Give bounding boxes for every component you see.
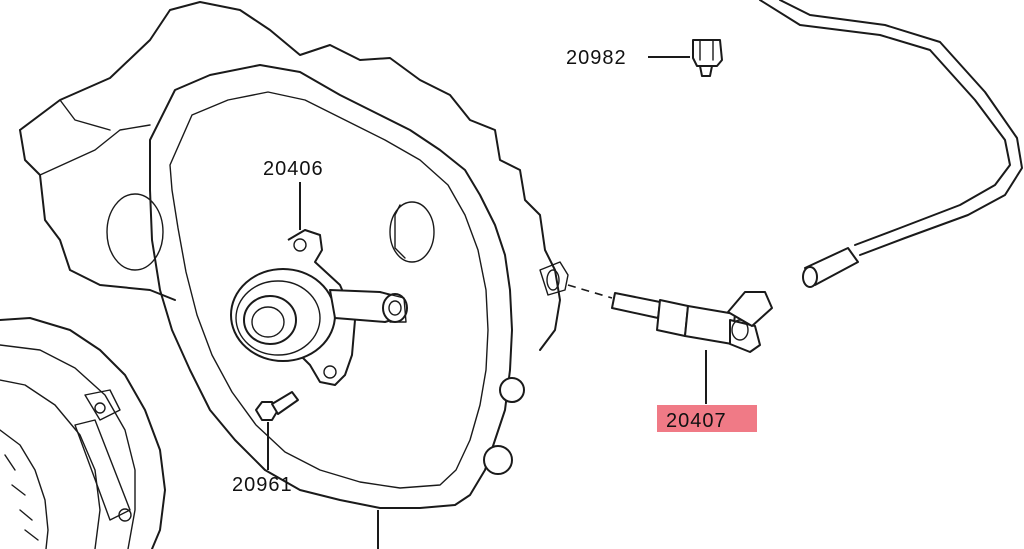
part-label-20961[interactable]: 20961 bbox=[232, 474, 293, 496]
release-cylinder-20407-drawing bbox=[611, 291, 773, 353]
clutch-cover bbox=[0, 317, 166, 549]
part-label-20982[interactable]: 20982 bbox=[566, 47, 627, 69]
transmission-housing bbox=[19, 1, 561, 351]
part-label-20406[interactable]: 20406 bbox=[263, 158, 324, 180]
part-highlight-20407 bbox=[657, 405, 757, 432]
part-label-20407[interactable]: 20407 bbox=[666, 410, 727, 432]
slave-cylinder-20406-drawing bbox=[230, 229, 408, 386]
bell-housing-flange bbox=[149, 64, 569, 509]
assembly-dash-line bbox=[567, 284, 613, 299]
clip-20982-drawing bbox=[692, 39, 723, 77]
hydraulic-line-drawing bbox=[759, 0, 1023, 288]
bolt-20961-drawing bbox=[255, 391, 299, 421]
